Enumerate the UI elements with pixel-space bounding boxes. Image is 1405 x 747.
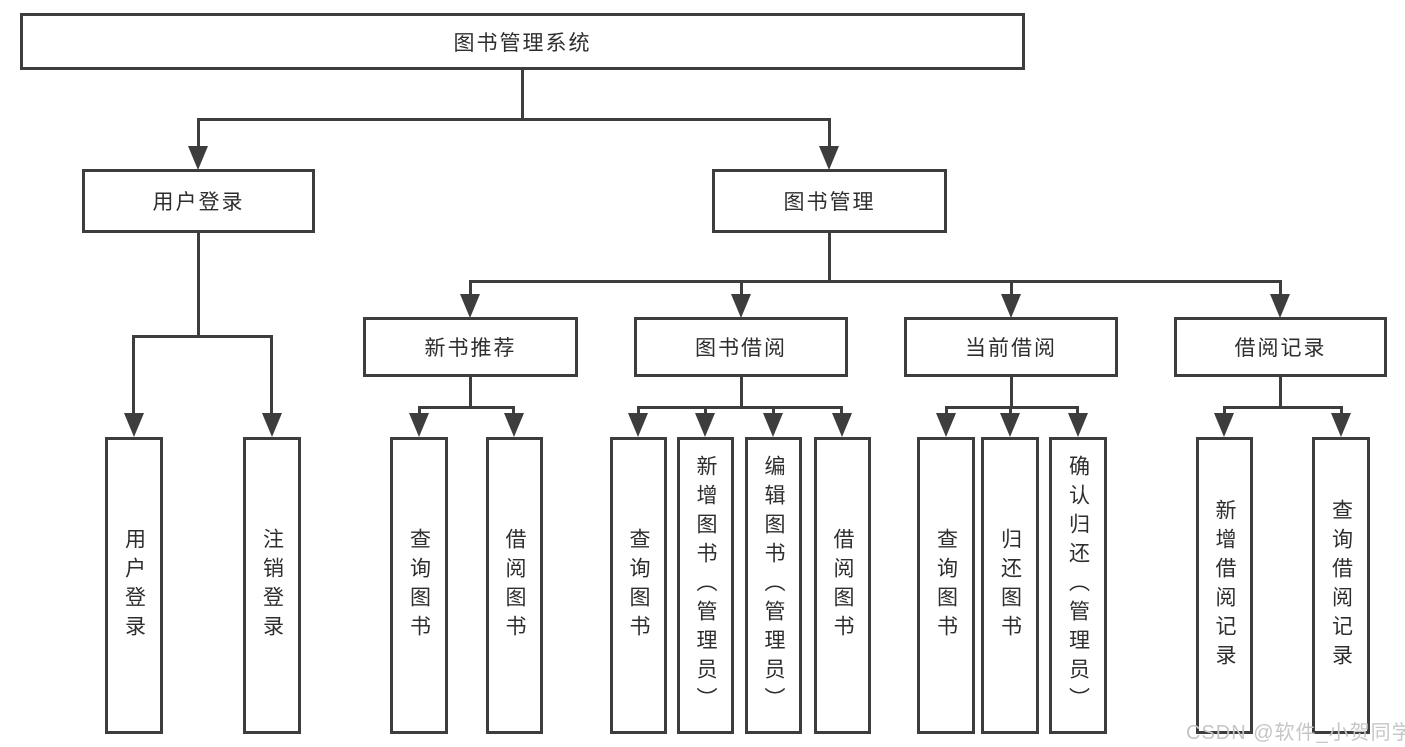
- arrow-down-icon: [819, 146, 839, 170]
- leaf-query-books: 查询图书: [610, 437, 667, 734]
- leaf-confirm-return-admin: 确认归还（管理员）: [1049, 437, 1107, 734]
- connector-line: [945, 406, 948, 417]
- leaf-return-books: 归还图书: [981, 437, 1039, 734]
- leaf-borrow-books: 借阅图书: [814, 437, 871, 734]
- connector-line: [521, 70, 524, 118]
- connector-line: [704, 406, 707, 417]
- connector-line: [945, 406, 1079, 409]
- node-book-management: 图书管理: [712, 169, 947, 233]
- node-label: 图书管理系统: [453, 31, 592, 55]
- arrow-down-icon: [832, 413, 852, 437]
- connector-line: [840, 406, 843, 417]
- connector-line: [1010, 377, 1013, 406]
- leaf-borrow-books: 借阅图书: [486, 437, 543, 734]
- arrow-down-icon: [1000, 413, 1020, 437]
- arrow-down-icon: [731, 294, 751, 318]
- arrow-down-icon: [460, 294, 480, 318]
- connector-line: [132, 335, 135, 417]
- arrow-down-icon: [262, 413, 282, 437]
- arrow-down-icon: [695, 413, 715, 437]
- connector-line: [418, 406, 515, 409]
- arrow-down-icon: [763, 413, 783, 437]
- arrow-down-icon: [188, 146, 208, 170]
- connector-line: [197, 232, 200, 335]
- connector-line: [772, 406, 775, 417]
- connector-line: [1010, 280, 1013, 298]
- node-borrow-records: 借阅记录: [1174, 317, 1387, 377]
- leaf-label: 查询图书: [627, 527, 650, 644]
- watermark: CSDN @软件_小贺同学: [1186, 722, 1405, 744]
- connector-line: [469, 280, 1282, 283]
- arrow-down-icon: [124, 413, 144, 437]
- leaf-label: 新增图书（管理员）: [694, 455, 717, 716]
- node-label: 图书借阅: [695, 337, 787, 360]
- connector-line: [637, 406, 640, 417]
- connector-line: [418, 406, 421, 417]
- node-new-book-recommend: 新书推荐: [363, 317, 578, 377]
- connector-line: [1279, 377, 1282, 406]
- leaf-label: 新增借阅记录: [1213, 498, 1236, 673]
- node-book-borrowing: 图书借阅: [634, 317, 848, 377]
- connector-line: [1340, 406, 1343, 417]
- leaf-query-books: 查询图书: [917, 437, 975, 734]
- leaf-add-books-admin: 新增图书（管理员）: [677, 437, 734, 734]
- connector-line: [1223, 406, 1342, 409]
- connector-line: [132, 335, 273, 338]
- leaf-label: 借阅图书: [831, 527, 854, 644]
- node-label: 新书推荐: [424, 337, 517, 360]
- connector-line: [469, 280, 472, 298]
- arrow-down-icon: [409, 413, 429, 437]
- connector-line: [637, 406, 843, 409]
- arrow-down-icon: [1270, 294, 1290, 318]
- connector-line: [1279, 280, 1282, 298]
- node-label: 借阅记录: [1234, 337, 1327, 360]
- connector-line: [1009, 406, 1012, 417]
- leaf-user-login: 用户登录: [105, 437, 163, 734]
- leaf-label: 查询图书: [934, 527, 958, 644]
- leaf-label: 归还图书: [998, 527, 1022, 644]
- arrow-down-icon: [936, 413, 956, 437]
- leaf-label: 查询图书: [407, 527, 431, 644]
- node-user-login: 用户登录: [82, 169, 315, 233]
- leaf-label: 注销登录: [260, 527, 284, 644]
- leaf-query-books: 查询图书: [390, 437, 448, 734]
- arrow-down-icon: [628, 413, 648, 437]
- arrow-down-icon: [504, 413, 524, 437]
- connector-line: [469, 377, 472, 406]
- leaf-label: 编辑图书（管理员）: [762, 455, 785, 716]
- connector-line: [740, 377, 743, 406]
- arrow-down-icon: [1331, 413, 1351, 437]
- arrow-down-icon: [1068, 413, 1088, 437]
- arrow-down-icon: [1214, 413, 1234, 437]
- node-current-borrowing: 当前借阅: [904, 317, 1118, 377]
- leaf-label: 确认归还（管理员）: [1066, 455, 1090, 716]
- connector-line: [512, 406, 515, 417]
- leaf-edit-books-admin: 编辑图书（管理员）: [745, 437, 802, 734]
- node-label: 当前借阅: [965, 337, 1057, 360]
- leaf-label: 用户登录: [122, 527, 146, 644]
- connector-line: [1223, 406, 1226, 417]
- connector-line: [197, 118, 831, 121]
- leaf-add-borrow-record: 新增借阅记录: [1196, 437, 1253, 734]
- connector-line: [828, 118, 831, 150]
- connector-line: [828, 233, 831, 280]
- leaf-query-borrow-record: 查询借阅记录: [1312, 437, 1370, 734]
- node-label: 用户登录: [152, 191, 245, 214]
- connector-line: [270, 335, 273, 417]
- connector-line: [740, 280, 743, 298]
- node-library-management-system: 图书管理系统: [20, 13, 1025, 70]
- node-label: 图书管理: [783, 191, 876, 214]
- connector-line: [1076, 406, 1079, 417]
- leaf-label: 借阅图书: [503, 527, 526, 644]
- leaf-logout: 注销登录: [243, 437, 301, 734]
- leaf-label: 查询借阅记录: [1329, 498, 1353, 673]
- arrow-down-icon: [1001, 294, 1021, 318]
- connector-line: [197, 118, 200, 150]
